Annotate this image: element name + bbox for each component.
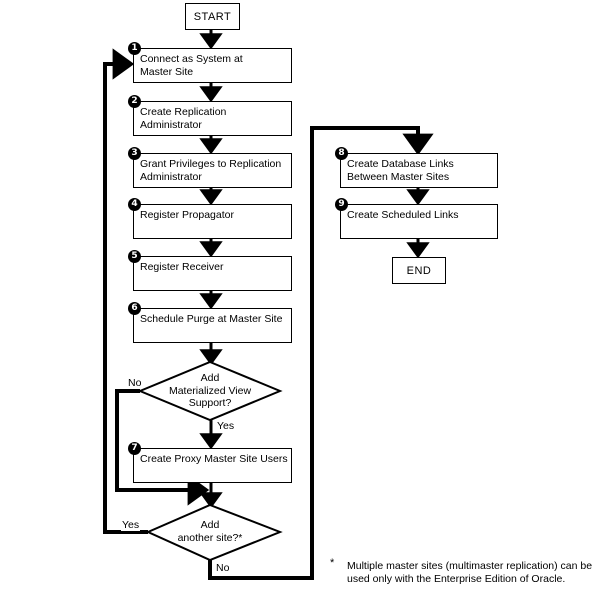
step-badge-7: 7 bbox=[128, 442, 141, 455]
process-box-1[interactable]: Connect as System at Master Site bbox=[133, 48, 292, 83]
step-badge-9: 9 bbox=[335, 198, 348, 211]
footnote-text: Multiple master sites (multimaster repli… bbox=[347, 560, 593, 585]
end-terminator: END bbox=[392, 257, 446, 284]
connector-decision1-no-loop bbox=[115, 389, 210, 506]
step-badge-3: 3 bbox=[128, 147, 141, 160]
process-box-4[interactable]: Register Propagator bbox=[133, 204, 292, 239]
step-badge-1: 1 bbox=[128, 42, 141, 55]
step-badge-6: 6 bbox=[128, 302, 141, 315]
process-box-3[interactable]: Grant Privileges to Replication Administ… bbox=[133, 153, 292, 188]
edge-label-decision2-yes: Yes bbox=[121, 519, 141, 531]
step-badge-5: 5 bbox=[128, 250, 141, 263]
decision-another-site-label: Add another site?* bbox=[177, 519, 243, 544]
edge-label-decision1-yes: Yes bbox=[216, 420, 236, 432]
connector-decision2-no-to-8 bbox=[208, 126, 434, 580]
footnote-marker: * bbox=[330, 557, 335, 569]
step-badge-8: 8 bbox=[335, 147, 348, 160]
edge-label-decision1-no: No bbox=[127, 377, 143, 389]
process-box-9[interactable]: Create Scheduled Links bbox=[340, 204, 498, 239]
process-box-5[interactable]: Register Receiver bbox=[133, 256, 292, 291]
process-box-6[interactable]: Schedule Purge at Master Site bbox=[133, 308, 292, 343]
step-badge-4: 4 bbox=[128, 198, 141, 211]
decision-materialized-view-label: Add Materialized View Support? bbox=[168, 372, 252, 409]
connector-decision2-yes-loop bbox=[103, 48, 148, 534]
process-box-7[interactable]: Create Proxy Master Site Users bbox=[133, 448, 292, 483]
process-box-2[interactable]: Create Replication Administrator bbox=[133, 101, 292, 136]
step-badge-2: 2 bbox=[128, 95, 141, 108]
start-terminator: START bbox=[185, 3, 240, 30]
edge-label-decision2-no: No bbox=[215, 562, 231, 574]
process-box-8[interactable]: Create Database Links Between Master Sit… bbox=[340, 153, 498, 188]
